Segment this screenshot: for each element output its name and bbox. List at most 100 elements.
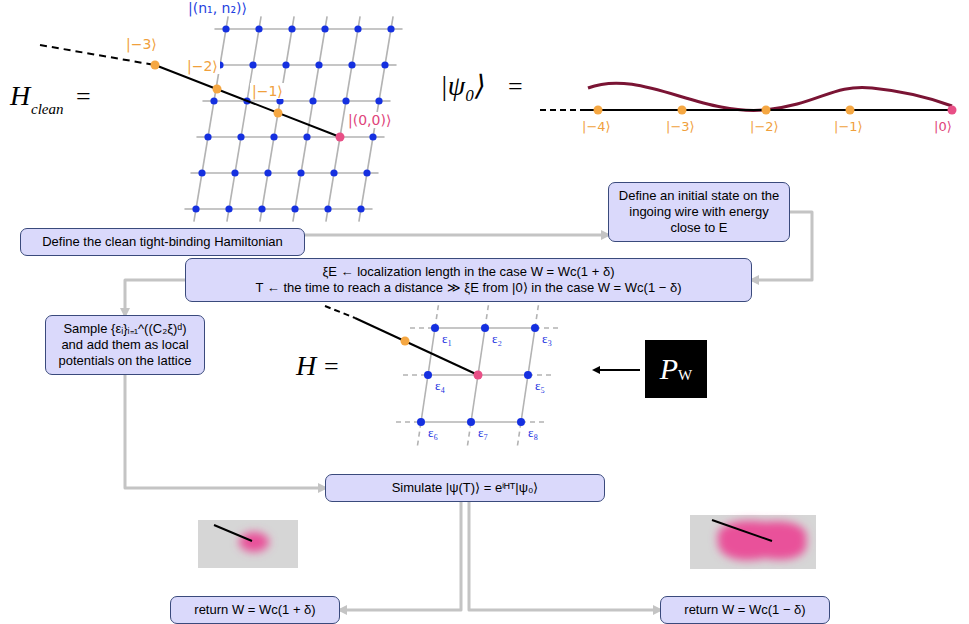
math-symbol: = xyxy=(324,352,339,382)
wire-site xyxy=(678,106,687,115)
lattice-site xyxy=(387,25,394,32)
math-subscript: clean xyxy=(31,101,63,118)
box-text: Simulate |ψ(T)⟩ = eⁱᴴᵀ|ψ₀⟩ xyxy=(334,480,596,496)
site-potential: ε₄ xyxy=(435,379,445,394)
lattice-site xyxy=(517,418,525,426)
lattice-site xyxy=(481,324,489,332)
ingoing-wire xyxy=(355,318,478,375)
wire-end xyxy=(712,520,772,541)
lattice-site xyxy=(324,205,331,212)
site-potential: ε₂ xyxy=(492,332,502,347)
wire-dashed xyxy=(540,109,585,111)
lattice-site xyxy=(198,169,205,176)
math-symbol: H xyxy=(10,80,30,112)
site-potential: ε₁ xyxy=(442,332,452,347)
wire-site xyxy=(762,106,771,115)
state-label: |−3⟩ xyxy=(666,120,695,135)
box-text: Define an initial state on the ingoing w… xyxy=(617,188,781,236)
state-label: |−4⟩ xyxy=(582,120,611,135)
lattice-site xyxy=(297,169,304,176)
lattice-bond xyxy=(202,172,367,174)
box-text: P xyxy=(660,361,678,377)
delocalized-panel xyxy=(690,515,816,569)
oracle-arrow xyxy=(594,369,640,371)
state-label: |0⟩ xyxy=(934,120,952,135)
wire-site xyxy=(213,85,222,94)
state-label: |−1⟩ xyxy=(834,120,863,135)
lattice-site xyxy=(288,25,295,32)
origin-site xyxy=(948,106,957,115)
wire-site xyxy=(846,106,855,115)
lattice-site xyxy=(417,418,425,426)
lattice-site xyxy=(348,61,355,68)
origin-site xyxy=(336,133,345,142)
lattice-site xyxy=(342,97,349,104)
oracle-box: PW xyxy=(645,340,707,398)
lattice-site xyxy=(204,133,211,140)
lattice-bond xyxy=(521,328,535,422)
box-text: return W = Wc(1 + δ) xyxy=(179,602,331,618)
math-symbol: = xyxy=(508,72,523,102)
disordered-lattice xyxy=(325,305,560,446)
localized-panel xyxy=(198,520,298,568)
lattice-site xyxy=(330,169,337,176)
lattice-site xyxy=(531,324,539,332)
lattice-bond xyxy=(196,29,226,209)
lattice-bond xyxy=(196,208,361,210)
box-text: return W = Wc(1 − δ) xyxy=(669,602,821,618)
lattice-site xyxy=(363,169,370,176)
lattice-site xyxy=(431,324,439,332)
lattice-site xyxy=(309,97,316,104)
origin-site xyxy=(336,133,343,140)
wire-end xyxy=(214,525,252,541)
box-text: W xyxy=(678,367,692,383)
lattice-site xyxy=(264,169,271,176)
flow-arrow xyxy=(305,234,608,237)
lattice-site xyxy=(354,25,361,32)
clean-lattice xyxy=(40,16,403,221)
lattice-site xyxy=(424,371,432,379)
result-box: return W = Wc(1 + δ) xyxy=(170,596,340,624)
flow-arrow xyxy=(125,375,325,488)
math-symbol: H xyxy=(296,350,316,382)
lattice-site xyxy=(231,169,238,176)
site-potential: ε₃ xyxy=(542,332,552,347)
site-potential: ε₅ xyxy=(535,379,545,394)
lattice-site xyxy=(282,61,289,68)
lattice-bond xyxy=(421,328,435,422)
lattice-site xyxy=(222,25,229,32)
process-box: Sample {εᵢ}ᵢ₌₁^((C₂ξ)ᵈ) and add them as … xyxy=(45,315,205,375)
lattice-bond xyxy=(262,29,292,209)
lattice-site xyxy=(369,133,376,140)
site-potential: ε₇ xyxy=(478,426,488,441)
lattice-site xyxy=(255,25,262,32)
process-box: Define an initial state on the ingoing w… xyxy=(608,182,790,242)
lattice-site xyxy=(303,133,310,140)
lattice-bond xyxy=(229,29,259,209)
ingoing-wire xyxy=(155,65,340,137)
lattice-site xyxy=(375,97,382,104)
lattice-bond xyxy=(471,328,485,422)
lattice-bond xyxy=(295,29,325,209)
flow-arrow xyxy=(125,280,185,315)
lattice-site xyxy=(258,205,265,212)
lattice-bond xyxy=(208,136,373,138)
state-label: |(0,0)⟩ xyxy=(346,112,393,128)
wire-site xyxy=(274,109,283,118)
state-label: |−3⟩ xyxy=(124,36,159,52)
box-text: Sample {εᵢ}ᵢ₌₁^((C₂ξ)ᵈ) and add them as … xyxy=(54,321,196,369)
lattice-site xyxy=(524,371,532,379)
flow-arrow xyxy=(340,502,461,610)
lattice-site xyxy=(315,61,322,68)
site-potential: ε₆ xyxy=(428,426,438,441)
lattice-site xyxy=(225,205,232,212)
site-potential: ε₈ xyxy=(528,426,538,441)
wire-site xyxy=(151,61,160,70)
lattice-site xyxy=(249,61,256,68)
math-symbol: = xyxy=(76,82,91,112)
state-label: |−1⟩ xyxy=(250,83,285,99)
origin-site xyxy=(474,371,483,380)
lattice-site xyxy=(210,97,217,104)
state-label: |−2⟩ xyxy=(185,58,220,74)
